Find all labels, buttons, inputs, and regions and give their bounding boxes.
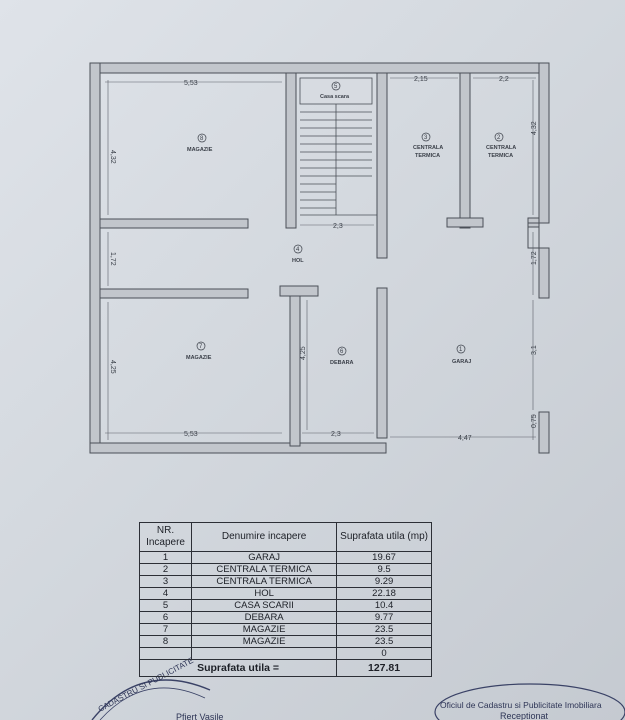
svg-text:3: 3 <box>424 135 428 141</box>
dim-ct2-top: 2,2 <box>499 76 509 83</box>
svg-text:6: 6 <box>340 349 344 355</box>
wall-debara-top <box>279 285 319 297</box>
svg-text:HOL: HOL <box>292 258 304 264</box>
svg-text:Casa scara: Casa scara <box>320 94 350 100</box>
wall-stair-right <box>376 72 388 259</box>
svg-text:Oficiul de Cadastru si Publici: Oficiul de Cadastru si Publicitate Imobi… <box>440 700 602 710</box>
room-label-magazie-7: 7 MAGAZIE <box>186 341 212 361</box>
svg-text:8: 8 <box>200 136 204 142</box>
svg-text:1: 1 <box>459 347 463 353</box>
wall-magazie7-top <box>99 288 249 299</box>
outer-wall-left <box>89 62 101 454</box>
dim-bottom-left: 5,53 <box>184 431 198 438</box>
area-table: NR. Incapere Denumire incapere Suprafata… <box>138 522 432 677</box>
stamp-right: Oficiul de Cadastru si Publicitate Imobi… <box>434 683 625 720</box>
room-label-hol: 4 HOL <box>292 244 304 264</box>
header-denumire: Denumire incapere <box>191 522 338 552</box>
room-label-centrala-3: 3 CENTRALA TERMICA <box>413 132 443 159</box>
svg-text:4: 4 <box>296 247 300 253</box>
outer-wall-right-mid <box>538 247 550 299</box>
dim-stair-bottom: 2,3 <box>333 223 343 230</box>
total-label: Suprafata utila = <box>138 659 338 677</box>
svg-text:GARAJ: GARAJ <box>452 359 471 365</box>
wall-debara-left <box>289 295 301 447</box>
dim-left-lower: 4,25 <box>109 360 116 374</box>
svg-text:DEBARA: DEBARA <box>330 360 354 366</box>
dim-left-mid: 1,72 <box>109 252 116 266</box>
wall-debara-right <box>376 287 388 439</box>
dim-right-lower: 3,1 <box>531 345 538 355</box>
wall-opening-right <box>527 222 540 249</box>
dim-right-mid: 1,72 <box>531 251 538 265</box>
dimension-lines <box>105 77 536 440</box>
outer-wall-top <box>89 62 550 74</box>
dim-top-left: 5,53 <box>184 80 198 87</box>
table-row: 0 <box>138 647 432 660</box>
svg-text:TERMICA: TERMICA <box>488 153 513 159</box>
dim-right-upper: 4,32 <box>531 121 538 135</box>
svg-text:2: 2 <box>497 135 501 141</box>
room-label-magazie-8: 8 MAGAZIE <box>187 133 213 153</box>
svg-text:7: 7 <box>199 344 203 350</box>
svg-text:CENTRALA: CENTRALA <box>486 145 516 151</box>
total-value: 127.81 <box>336 659 432 677</box>
room-label-centrala-2: 2 CENTRALA TERMICA <box>486 132 516 159</box>
table-total-row: Suprafata utila = 127.81 <box>138 659 432 677</box>
dim-left-upper: 4,32 <box>109 150 116 164</box>
wall-stair-left <box>285 72 297 229</box>
wall-ct-divider <box>459 72 471 229</box>
dim-debara-side: 4,25 <box>300 346 307 360</box>
wall-magazie8-bottom <box>99 218 249 229</box>
svg-text:Receptionat: Receptionat <box>500 711 549 720</box>
dim-debara-bottom: 2,3 <box>331 431 341 438</box>
dim-right-small: 0,75 <box>531 414 538 428</box>
svg-text:MAGAZIE: MAGAZIE <box>187 147 213 153</box>
table-header-row: NR. Incapere Denumire incapere Suprafata… <box>138 522 432 552</box>
outer-wall-right-upper <box>538 62 550 224</box>
room-label-casa-scara: 5 Casa scara <box>320 81 350 100</box>
header-suprafata: Suprafata utila (mp) <box>336 522 432 552</box>
svg-text:5: 5 <box>334 84 338 90</box>
wall-ct-bottom <box>446 217 484 228</box>
outer-wall-bottom-left <box>89 442 387 454</box>
outer-wall-right-lower <box>538 411 550 454</box>
svg-text:TERMICA: TERMICA <box>415 153 440 159</box>
svg-text:CENTRALA: CENTRALA <box>413 145 443 151</box>
svg-text:MAGAZIE: MAGAZIE <box>186 355 212 361</box>
room-label-debara: 6 DEBARA <box>330 346 354 366</box>
header-nr: NR. Incapere <box>138 522 193 552</box>
room-label-garaj: 1 GARAJ <box>452 344 471 365</box>
dim-garage-bottom: 4,47 <box>458 435 472 442</box>
dim-ct1-top: 2,15 <box>414 76 428 83</box>
svg-text:Pfiert Vasile: Pfiert Vasile <box>176 712 223 720</box>
